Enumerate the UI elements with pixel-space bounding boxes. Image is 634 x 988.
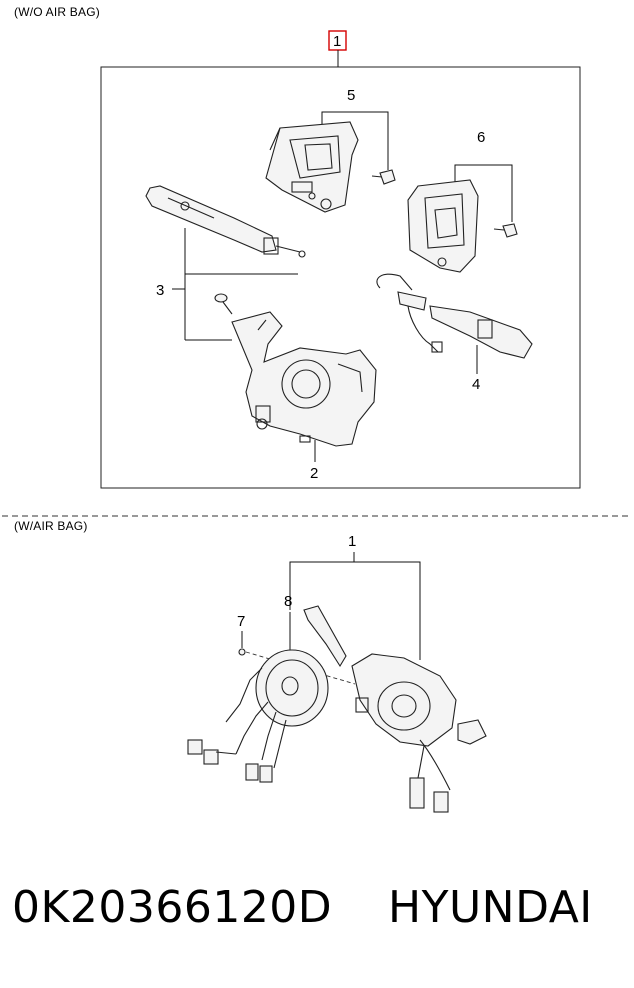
brand-name: HYUNDAI (388, 882, 593, 933)
section-label-with-airbag: (W/AIR BAG) (14, 519, 88, 533)
clock-spring-body (231, 311, 377, 447)
light-switch-lever (145, 185, 306, 258)
screw-7 (238, 648, 246, 656)
combination-switch-assembly (303, 605, 487, 813)
callout-1-bottom: 1 (348, 533, 356, 550)
leader-5 (321, 111, 389, 170)
upper-bracket-6 (407, 179, 479, 273)
section-label-without-airbag: (W/O AIR BAG) (14, 5, 100, 19)
upper-bracket-5 (265, 121, 359, 213)
leader-6 (454, 164, 513, 222)
callout-5: 5 (347, 87, 355, 104)
screw-6 (493, 223, 518, 238)
callout-6: 6 (477, 129, 485, 146)
wiper-switch-lever (376, 273, 533, 359)
callout-4: 4 (472, 376, 480, 393)
clock-spring-ring (187, 649, 329, 783)
callout-3: 3 (156, 282, 164, 299)
assembly-frame (100, 66, 581, 489)
leader-1-bottom (289, 561, 421, 660)
callout-8: 8 (284, 593, 292, 610)
callout-7: 7 (237, 613, 245, 630)
callout-2: 2 (310, 465, 318, 482)
bolt (214, 293, 233, 315)
callout-1-top: 1 (333, 33, 341, 50)
screw-5 (371, 169, 396, 185)
part-number: 0K20366120D (12, 882, 333, 933)
